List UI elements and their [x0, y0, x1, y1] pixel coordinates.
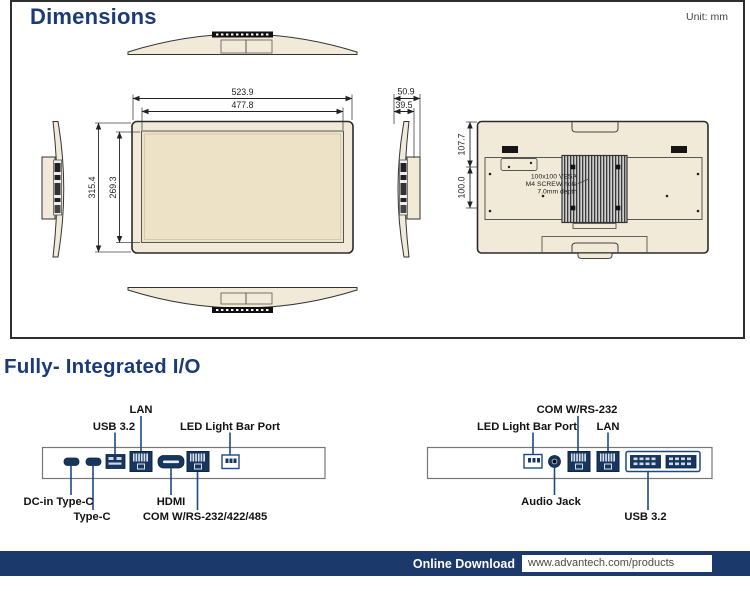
io-left-panel: LAN USB 3.2 LED Light Bar Port DC-in Typ…	[23, 404, 326, 523]
rear-vent-left	[502, 146, 518, 153]
port-com-left	[186, 451, 210, 472]
label-usb32-left: USB 3.2	[93, 421, 135, 433]
port-usb32-left	[105, 454, 126, 469]
top-connector-pins	[216, 33, 269, 36]
online-download-label: Online Download	[412, 556, 515, 571]
label-com-left: COM W/RS-232/422/485	[143, 511, 267, 523]
label-dc-in-type-c: DC-in Type-C	[23, 496, 93, 508]
label-hdmi: HDMI	[157, 496, 186, 508]
dim-inner-width: 477.8	[231, 100, 253, 110]
vesa-note-line1: 100x100 VESA	[531, 174, 578, 181]
label-usb32-right: USB 3.2	[624, 511, 666, 523]
rear-extension-lines	[466, 121, 477, 209]
section-title-io: Fully- Integrated I/O	[4, 355, 201, 378]
dim-outer-width: 523.9	[231, 87, 253, 97]
screen-area	[141, 130, 344, 243]
port-led-bar-left	[221, 454, 240, 470]
right-side-ports	[400, 163, 407, 213]
label-lan-right: LAN	[597, 421, 620, 433]
rear-view-drawing: 100x100 VESA M4 SCREW hole 7.0mm depth 1…	[457, 120, 709, 259]
label-com-right: COM W/RS-232	[537, 404, 618, 416]
port-led-bar-right	[523, 453, 543, 469]
port-com-right	[567, 451, 591, 472]
dim-vesa-top: 107.7	[457, 133, 467, 155]
io-right-leader-lines	[532, 416, 649, 510]
section-title-dimensions: Dimensions	[30, 4, 157, 29]
label-led-bar-left: LED Light Bar Port	[180, 421, 280, 433]
label-lan-left: LAN	[130, 404, 153, 416]
label-led-bar-right: LED Light Bar Port	[477, 421, 577, 433]
port-hdmi	[157, 455, 185, 469]
dim-outer-height: 315.4	[87, 176, 97, 198]
footer-bar: Online Download www.advantech.com/produc…	[0, 551, 750, 576]
label-type-c: Type-C	[73, 511, 110, 523]
front-view-drawing: 523.9 477.8 315.4 269.3	[87, 87, 354, 254]
bottom-connector-pins	[216, 309, 269, 311]
port-type-c	[85, 457, 102, 466]
port-dc-in-type-c	[63, 457, 80, 466]
dim-vesa-pitch: 100.0	[457, 176, 467, 198]
vesa-note-line2: M4 SCREW hole	[526, 181, 578, 188]
right-side-view-drawing: 50.9 39.5	[393, 87, 421, 258]
port-usb32-dual	[625, 450, 701, 473]
side-dimension-lines	[393, 95, 421, 115]
left-side-view-drawing	[41, 121, 65, 258]
dim-depth: 50.9	[397, 87, 414, 97]
front-dimension-lines	[95, 95, 353, 253]
dim-body-depth: 39.5	[395, 100, 412, 110]
left-side-ports	[54, 163, 61, 213]
port-audio-jack	[548, 455, 561, 468]
port-lan-right	[596, 451, 620, 472]
io-right-panel: COM W/RS-232 LED Light Bar Port LAN Audi…	[426, 404, 713, 523]
label-audio-jack: Audio Jack	[521, 496, 581, 508]
footer-url: www.advantech.com/products	[522, 555, 712, 572]
unit-label: Unit: mm	[686, 11, 728, 23]
dim-inner-height: 269.3	[108, 176, 118, 198]
vesa-screw-holes	[570, 164, 621, 211]
port-lan-left	[129, 451, 153, 472]
rear-vent-right	[671, 146, 687, 153]
io-left-leader-lines	[70, 416, 231, 510]
top-view-drawing	[127, 31, 358, 55]
vesa-note-line3: 7.0mm depth	[537, 189, 577, 196]
rear-screws	[488, 172, 700, 213]
bottom-view-drawing	[127, 287, 358, 313]
